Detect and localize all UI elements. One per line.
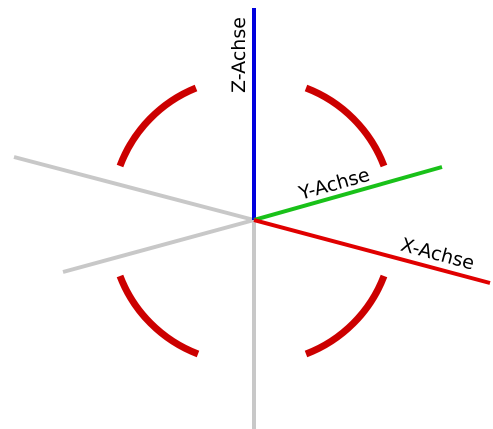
x-axis-line xyxy=(253,218,491,285)
rotation-arc-top-left xyxy=(116,84,198,168)
rotation-arcs xyxy=(116,84,388,358)
rotation-arc-bottom-left xyxy=(116,274,200,358)
negative-x-axis-line xyxy=(13,155,255,222)
z-axis-label: Z-Achse xyxy=(228,17,250,93)
negative-axes xyxy=(13,155,256,429)
y-axis-line xyxy=(253,165,443,222)
rotation-arc-top-right xyxy=(304,84,388,168)
rotation-arc-bottom-right xyxy=(304,274,388,358)
negative-y-axis-line xyxy=(62,218,255,274)
